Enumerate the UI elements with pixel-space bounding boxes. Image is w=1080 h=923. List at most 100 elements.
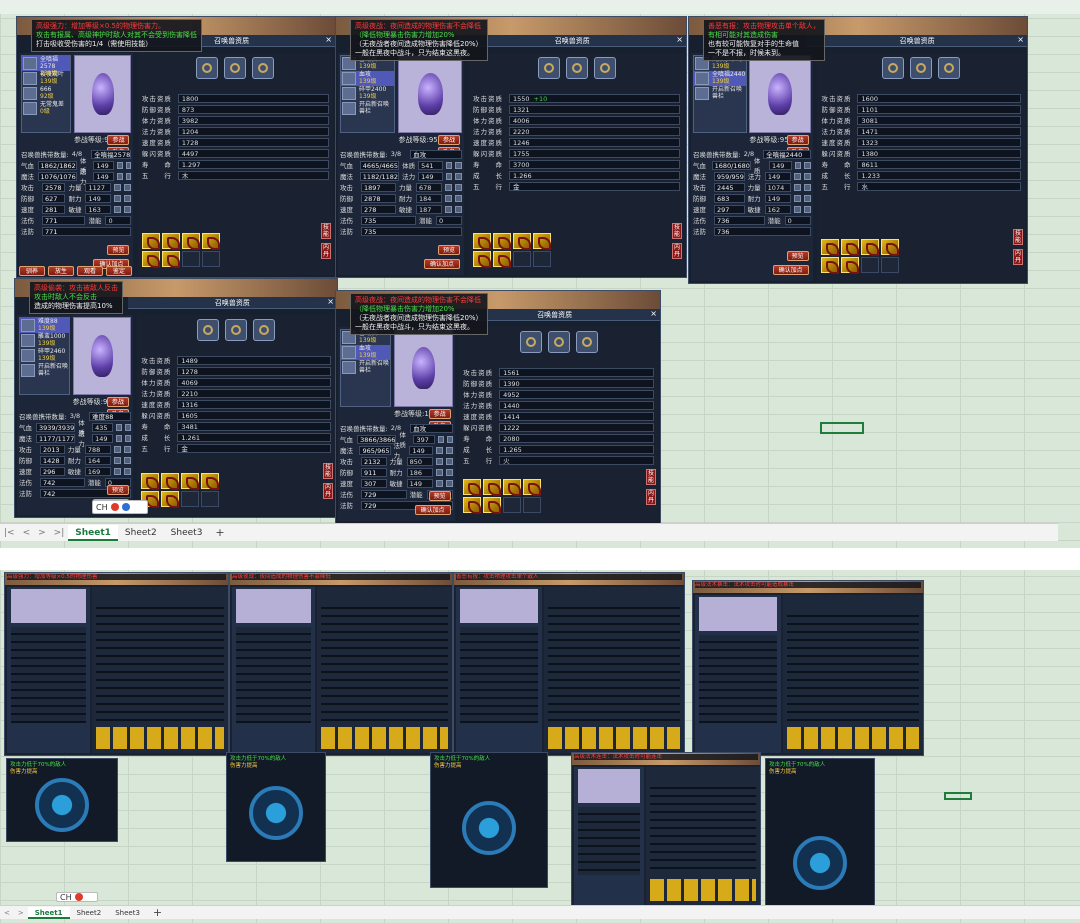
skill-icon[interactable] (201, 473, 220, 490)
necklace-slot-icon[interactable] (547, 331, 570, 353)
attr-minus-button[interactable] (124, 205, 132, 213)
open-slot-item[interactable]: 开启新召唤兽栏 (341, 101, 394, 116)
confirm-points-button[interactable]: 确认加点 (772, 265, 809, 275)
armor-slot-icon[interactable] (196, 57, 219, 79)
attr-plus-button[interactable] (116, 172, 123, 180)
skill-icon[interactable] (141, 251, 160, 268)
attr-plus-button[interactable] (793, 205, 801, 213)
tab-nav-next-2[interactable]: > (17, 908, 24, 917)
skill-icon[interactable] (161, 233, 180, 250)
attr-minus-button[interactable] (445, 457, 453, 465)
attr-minus-button[interactable] (124, 183, 132, 191)
add-sheet-button[interactable]: + (215, 526, 225, 539)
attr-plus-button[interactable] (114, 183, 122, 191)
tame-button[interactable]: 驯养 (19, 266, 45, 276)
close-icon[interactable]: × (1017, 35, 1024, 44)
ime-toolbar[interactable]: CH (92, 500, 148, 514)
attr-plus-button[interactable] (445, 172, 453, 180)
skill-icon[interactable] (181, 473, 200, 490)
attr-minus-button[interactable] (125, 161, 132, 169)
bracer-slot-icon[interactable] (938, 57, 961, 79)
attr-plus-button[interactable] (445, 205, 452, 213)
tab-sheet3-bottom[interactable]: Sheet3 (115, 908, 140, 917)
armor-slot-icon[interactable] (537, 57, 560, 79)
attr-minus-button[interactable] (445, 468, 453, 476)
skills-side-tab[interactable]: 技能 (321, 223, 331, 239)
attr-plus-button[interactable] (793, 194, 801, 202)
skill-icon[interactable] (821, 239, 840, 256)
attr-minus-button[interactable] (123, 445, 131, 453)
skill-icon[interactable] (161, 251, 180, 268)
tab-sheet1-bottom[interactable]: Sheet1 (27, 906, 70, 919)
skill-icon[interactable] (881, 257, 900, 273)
skill-icon[interactable] (533, 233, 551, 250)
pet-name-field[interactable]: 全嗔福2578 (91, 149, 132, 159)
skills-side-tab[interactable]: 技能 (1013, 229, 1023, 245)
bracer-slot-icon[interactable] (575, 331, 598, 353)
skill-icon[interactable] (473, 233, 491, 250)
attr-minus-button[interactable] (803, 194, 811, 202)
skills-side-tab[interactable]: 技能 (672, 223, 682, 239)
skill-icon[interactable] (201, 491, 220, 507)
neidan-side-tab[interactable]: 内丹 (321, 243, 331, 259)
skill-icon[interactable] (523, 479, 542, 496)
attr-plus-button[interactable] (445, 183, 452, 191)
skills-side-tab[interactable]: 技能 (323, 463, 333, 479)
attr-minus-button[interactable] (455, 161, 463, 169)
selected-cell-2[interactable] (944, 792, 972, 800)
skill-icon[interactable] (181, 233, 200, 250)
skill-icon[interactable] (493, 233, 511, 250)
necklace-slot-icon[interactable] (910, 57, 933, 79)
armor-slot-icon[interactable] (882, 57, 905, 79)
attr-plus-button[interactable] (116, 423, 123, 431)
close-icon[interactable]: × (325, 35, 332, 44)
attr-minus-button[interactable] (124, 194, 132, 202)
preview-button[interactable]: 预览 (786, 251, 809, 261)
skill-icon[interactable] (201, 233, 220, 250)
attr-plus-button[interactable] (114, 194, 122, 202)
pet-name-field[interactable]: 全嗔福2440 (763, 149, 811, 159)
skill-icon[interactable] (861, 257, 880, 273)
pet-name-field[interactable]: 难度88 (89, 411, 131, 421)
attr-plus-button[interactable] (435, 468, 443, 476)
attr-plus-button[interactable] (114, 205, 122, 213)
tab-sheet3[interactable]: Sheet3 (170, 527, 203, 538)
pet-name-field[interactable]: 血攻 (410, 149, 462, 159)
bracer-slot-icon[interactable] (253, 319, 276, 341)
skill-icon[interactable] (161, 491, 180, 508)
view-button[interactable]: 观看 (77, 266, 103, 276)
attr-minus-button[interactable] (123, 456, 131, 464)
skill-icon[interactable] (503, 479, 522, 496)
confirm-points-button[interactable]: 确认加点 (414, 505, 451, 515)
tab-sheet2-bottom[interactable]: Sheet2 (76, 908, 102, 917)
neidan-side-tab[interactable]: 内丹 (646, 489, 656, 505)
fight-button[interactable]: 参战 (438, 135, 460, 145)
skills-side-tab[interactable]: 技能 (646, 469, 656, 485)
selected-cell[interactable] (820, 422, 864, 434)
tab-nav-first[interactable]: |< (4, 527, 15, 538)
attr-minus-button[interactable] (123, 467, 131, 475)
attr-plus-button[interactable] (435, 479, 443, 487)
attr-plus-button[interactable] (435, 457, 443, 465)
skill-icon[interactable] (181, 491, 200, 507)
skill-icon[interactable] (141, 473, 160, 490)
tab-nav-prev-2[interactable]: < (4, 908, 10, 917)
attr-minus-button[interactable] (446, 435, 453, 443)
skill-icon[interactable] (503, 497, 522, 513)
attr-plus-button[interactable] (113, 467, 121, 475)
attr-plus-button[interactable] (436, 446, 444, 454)
tab-nav-next[interactable]: > (38, 527, 46, 538)
tab-nav-prev[interactable]: < (22, 527, 31, 538)
attr-plus-button[interactable] (445, 194, 452, 202)
skill-icon[interactable] (483, 479, 502, 496)
attr-minus-button[interactable] (455, 183, 462, 191)
skill-icon[interactable] (181, 251, 200, 267)
fight-button[interactable]: 参战 (107, 135, 130, 145)
skill-icon[interactable] (841, 257, 860, 274)
